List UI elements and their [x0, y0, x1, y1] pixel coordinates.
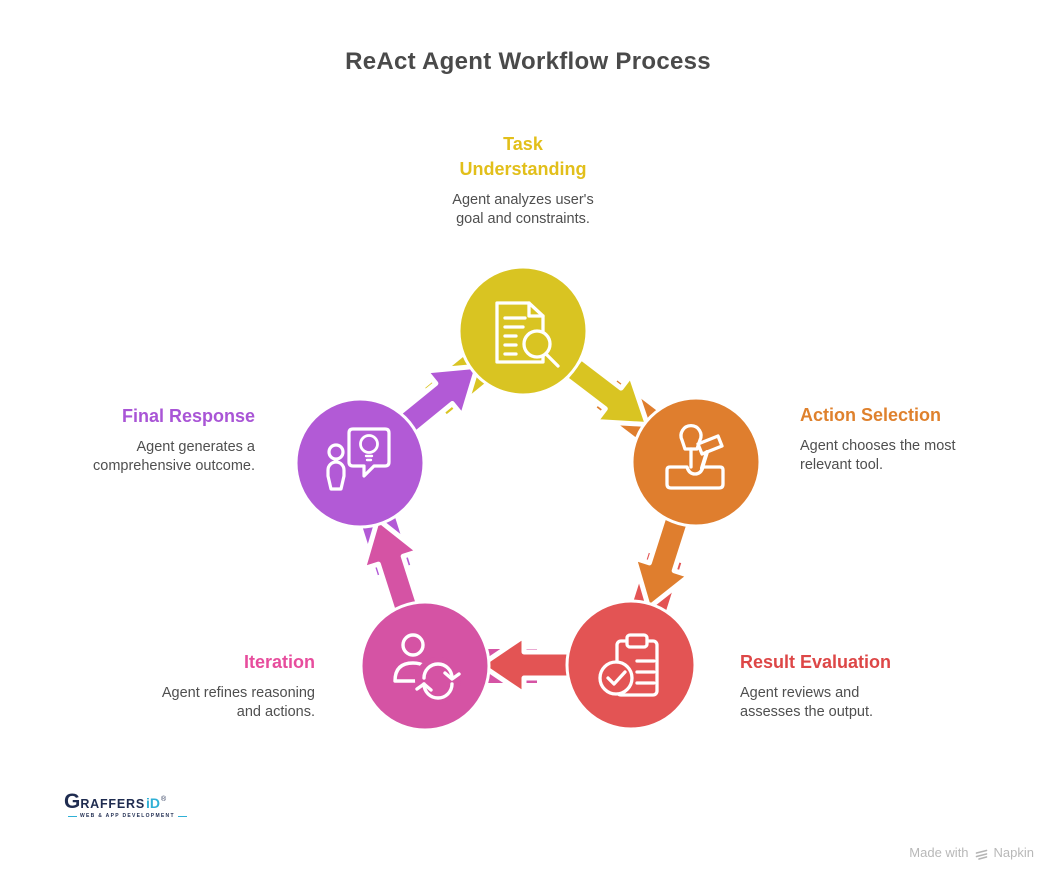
- node-circle-task-understanding: [457, 265, 589, 397]
- tools-icon: [665, 424, 725, 490]
- clipboard-check-icon: [598, 633, 659, 697]
- tagline-line-left: [68, 816, 77, 817]
- logo-suffix: iD: [145, 795, 160, 811]
- node-desc-result-evaluation: Agent reviews and assesses the output.: [740, 685, 873, 721]
- tagline-line-right: [177, 816, 187, 817]
- person-refresh-icon: [393, 633, 461, 703]
- arrow-action-to-result: [631, 512, 692, 611]
- graffersid-logo: G RAFFERS iD ® WEB & APP DEVELOPMENT: [64, 791, 187, 819]
- napkin-credit-link[interactable]: Made with Napkin: [909, 845, 1034, 860]
- node-circle-action-selection: [630, 396, 762, 528]
- node-heading-task-understanding: Task Understanding: [459, 134, 587, 179]
- credit-prefix: Made with: [909, 845, 969, 860]
- document-search-icon: [495, 301, 560, 368]
- logo-tagline-row: WEB & APP DEVELOPMENT: [68, 814, 187, 819]
- logo-rest: RAFFERS: [80, 797, 145, 811]
- node-heading-iteration: Iteration: [243, 652, 315, 672]
- node-desc-iteration: Agent refines reasoning and actions.: [161, 685, 315, 721]
- page-title: ReAct Agent Workflow Process: [345, 48, 711, 75]
- napkin-logo-icon: [975, 849, 987, 860]
- node-desc-final-response: Agent generates a comprehensive outcome.: [93, 439, 255, 475]
- node-heading-action-selection: Action Selection: [800, 405, 942, 425]
- node-desc-action-selection: Agent chooses the most relevant tool.: [800, 438, 956, 474]
- node-circle-result-evaluation: [565, 599, 697, 731]
- arrow-iteration-to-final: [360, 516, 421, 615]
- logo-tagline: WEB & APP DEVELOPMENT: [80, 813, 175, 819]
- arrow-final-to-task: [394, 363, 480, 438]
- arrow-task-to-action: [563, 355, 650, 427]
- node-heading-result-evaluation: Result Evaluation: [740, 652, 892, 672]
- node-heading-final-response: Final Response: [121, 406, 255, 426]
- logo-initial: G: [64, 790, 81, 813]
- person-idea-icon: [326, 427, 391, 491]
- node-desc-task-understanding: Agent analyzes user's goal and constrain…: [452, 192, 594, 228]
- graffersid-wordmark: G RAFFERS iD ®: [64, 791, 187, 812]
- credit-brand: Napkin: [993, 845, 1034, 860]
- node-circle-final-response: [294, 397, 426, 529]
- arrow-result-to-iteration: [478, 633, 577, 697]
- registered-mark: ®: [160, 796, 167, 803]
